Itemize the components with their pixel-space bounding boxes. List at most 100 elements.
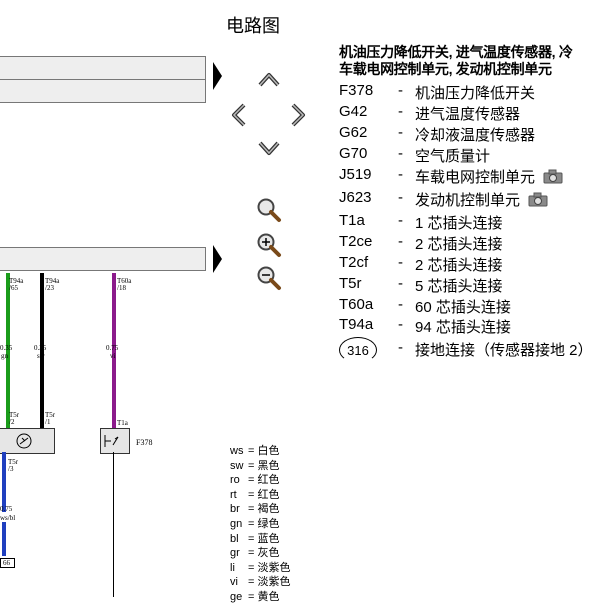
zoom-out-button[interactable] [256, 265, 282, 291]
legend-item-description: 机油压力降低开关 [415, 82, 535, 103]
legend-item-code: T2cf [339, 254, 369, 271]
color-key-name: 褐色 [257, 503, 280, 516]
legend-item-code: T94a [339, 316, 374, 333]
color-key-item: gn = 绿色 [230, 517, 279, 532]
expand-arrow-mid[interactable] [213, 245, 222, 273]
color-key-name: 绿色 [257, 518, 280, 530]
legend-item-description: 冷却液温度传感器 [415, 124, 535, 145]
color-key-item: sw= 黑色 [230, 459, 279, 474]
nav-right-button[interactable] [290, 102, 308, 128]
legend-item-dash: - [398, 296, 403, 313]
legend-item-dash: - [398, 316, 403, 333]
zoom-button[interactable] [256, 197, 282, 223]
color-key-code: ro [230, 474, 240, 487]
zoom-in-button[interactable] [256, 232, 282, 258]
legend-item-description-text: 发动机控制单元 [415, 192, 521, 209]
color-key-equals: = [248, 518, 258, 530]
nav-up-button[interactable] [257, 70, 281, 88]
zoom-out-icon [257, 266, 281, 290]
reference-box[interactable]: 66 [0, 558, 15, 568]
color-key-equals: = [248, 474, 258, 487]
color-key-code: bl [230, 532, 239, 545]
color-key-item: bl= 蓝色 [230, 532, 279, 547]
legend-item-description: 94 芯插头连接 [415, 316, 511, 337]
wire-size-label: 0.75 [0, 505, 13, 513]
color-key-code: ws [230, 445, 244, 457]
color-key-item: ro = 红色 [230, 473, 279, 488]
color-key-name: 灰色 [257, 547, 280, 560]
wire-connector-label: T1a [117, 419, 128, 427]
color-key-code: rt [230, 488, 237, 501]
wire-sw [40, 273, 44, 428]
legend-item-description: 1 芯插头连接 [415, 212, 503, 233]
sensor-component[interactable] [0, 428, 55, 454]
legend-item-dash: - [398, 254, 403, 271]
legend-item-description-text: 车载电网控制单元 [415, 169, 536, 186]
legend-title-line-1: 机油压力降低开关, 进气温度传感器, 冷 [339, 44, 573, 60]
zoom-icon [257, 198, 281, 222]
color-key-item: li= 淡紫色 [230, 561, 290, 576]
wire-size-label: 0.35 [0, 344, 13, 352]
wire-connector-label: T5r /2 [9, 411, 20, 426]
color-key-equals: = [248, 576, 258, 589]
color-key-equals: = [248, 503, 258, 516]
color-key-equals: = [248, 547, 258, 560]
color-key-name: 红色 [257, 488, 280, 501]
schematic-band-top-1 [0, 56, 206, 80]
legend-item-description-text: 94 芯插头连接 [415, 319, 511, 336]
color-key-code: ge [230, 591, 243, 603]
schematic-band-mid [0, 247, 206, 271]
legend-item-dash: - [398, 189, 403, 206]
legend-title-line-2: 车载电网控制单元, 发动机控制单元 [339, 61, 552, 77]
legend-item-description-text: 接地连接（传感器接地 2） [415, 342, 593, 359]
legend-item-code: J623 [339, 189, 372, 206]
legend-item-code: T2ce [339, 233, 373, 250]
wire-color-label: gn [1, 352, 8, 360]
wire-size-label: 0.35 [34, 344, 47, 352]
color-key-equals: = [248, 459, 258, 472]
color-key-code: gn [230, 518, 243, 530]
legend-item-code: T5r [339, 275, 362, 292]
color-key-equals: = [248, 488, 258, 501]
color-key-name: 白色 [257, 445, 280, 457]
ground-connection-symbol: 316 [339, 337, 377, 363]
color-key-item: vi= 淡紫色 [230, 575, 290, 590]
wire-connector-label: T94a /65 [9, 277, 24, 292]
wire-connector-label: T5r /1 [45, 411, 56, 426]
wire-color-label: vi [110, 352, 116, 360]
color-key-name: 黑色 [257, 459, 280, 472]
legend-item-description-text: 5 芯插头连接 [415, 278, 503, 295]
legend-item-code: J519 [339, 166, 372, 183]
wire-color-label: sw [37, 352, 45, 360]
legend-item-description-text: 60 芯插头连接 [415, 299, 511, 316]
legend-item-code: G70 [339, 145, 368, 162]
camera-icon[interactable] [543, 169, 563, 188]
wire-ws-bl [2, 452, 6, 512]
color-key-code: li [230, 561, 235, 574]
legend-item-description-text: 进气温度传感器 [415, 106, 521, 123]
legend-item-description: 2 芯插头连接 [415, 233, 503, 254]
nav-left-button[interactable] [229, 102, 247, 128]
color-key-name: 蓝色 [257, 532, 280, 545]
legend-item-dash: - [398, 124, 403, 141]
legend-item-dash: - [398, 339, 403, 356]
legend-item-dash: - [398, 166, 403, 183]
legend-item-dash: - [398, 82, 403, 99]
color-key-name: 淡紫色 [257, 576, 291, 589]
oil-pressure-switch[interactable] [100, 428, 130, 454]
camera-icon[interactable] [528, 192, 548, 211]
chevron-down-icon [258, 141, 280, 155]
legend-item-description: 发动机控制单元 [415, 189, 548, 211]
legend-item-dash: - [398, 275, 403, 292]
chevron-left-icon [232, 103, 246, 127]
legend-item-code: G62 [339, 124, 368, 141]
wire-connector-label: T94a /23 [45, 277, 60, 292]
page-title: 电路图 [226, 16, 280, 36]
nav-down-button[interactable] [257, 140, 281, 158]
expand-arrow-top[interactable] [213, 62, 222, 90]
color-key-name: 淡紫色 [257, 561, 291, 574]
color-key-code: gr [230, 547, 240, 560]
ground-wire [113, 452, 114, 597]
legend-item-code: F378 [339, 82, 374, 99]
color-key-name: 红色 [257, 474, 280, 487]
